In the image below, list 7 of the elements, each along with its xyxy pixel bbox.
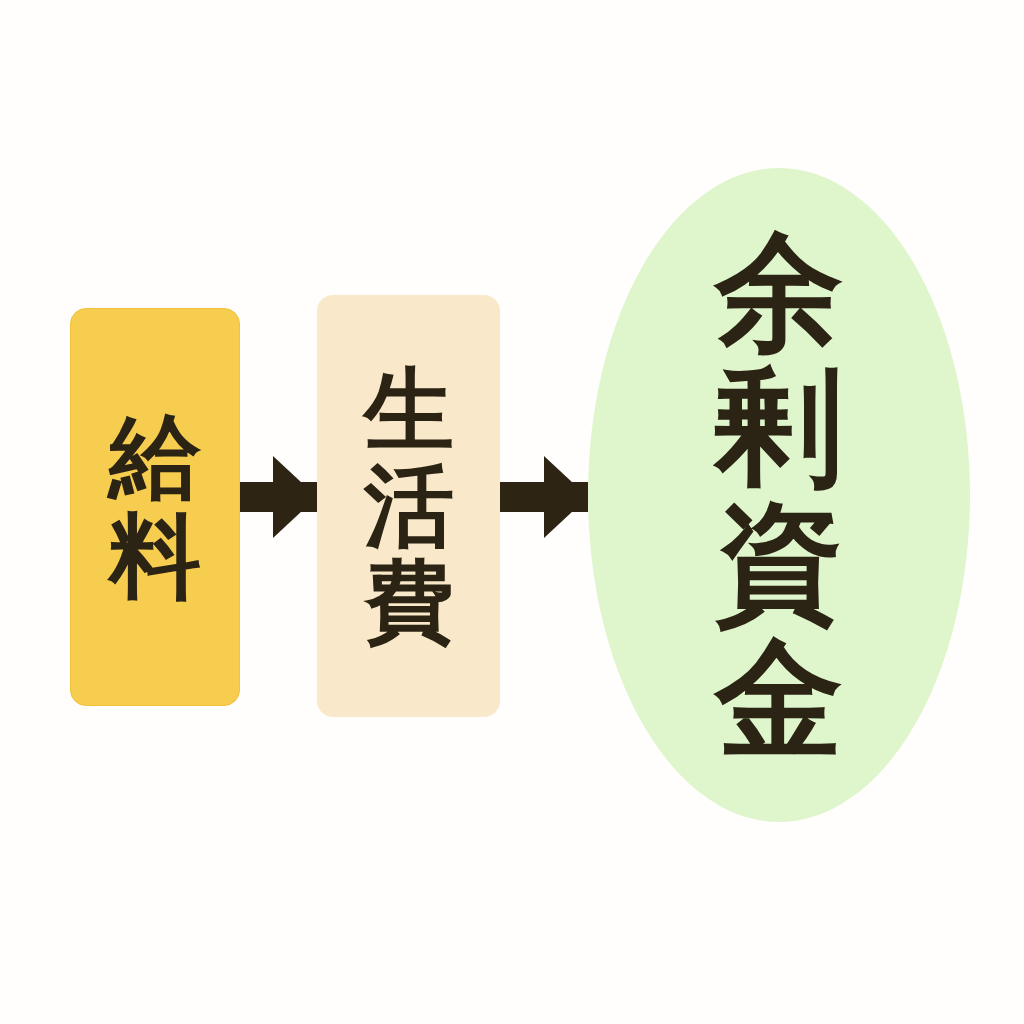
node-label: 給料 (109, 407, 201, 607)
rounded-box (70, 308, 240, 706)
arrow (240, 456, 317, 538)
node-label: 生活費 (363, 361, 454, 651)
rounded-box (317, 295, 500, 717)
arrow (500, 456, 588, 538)
node-label: 余剰資金 (715, 223, 843, 767)
